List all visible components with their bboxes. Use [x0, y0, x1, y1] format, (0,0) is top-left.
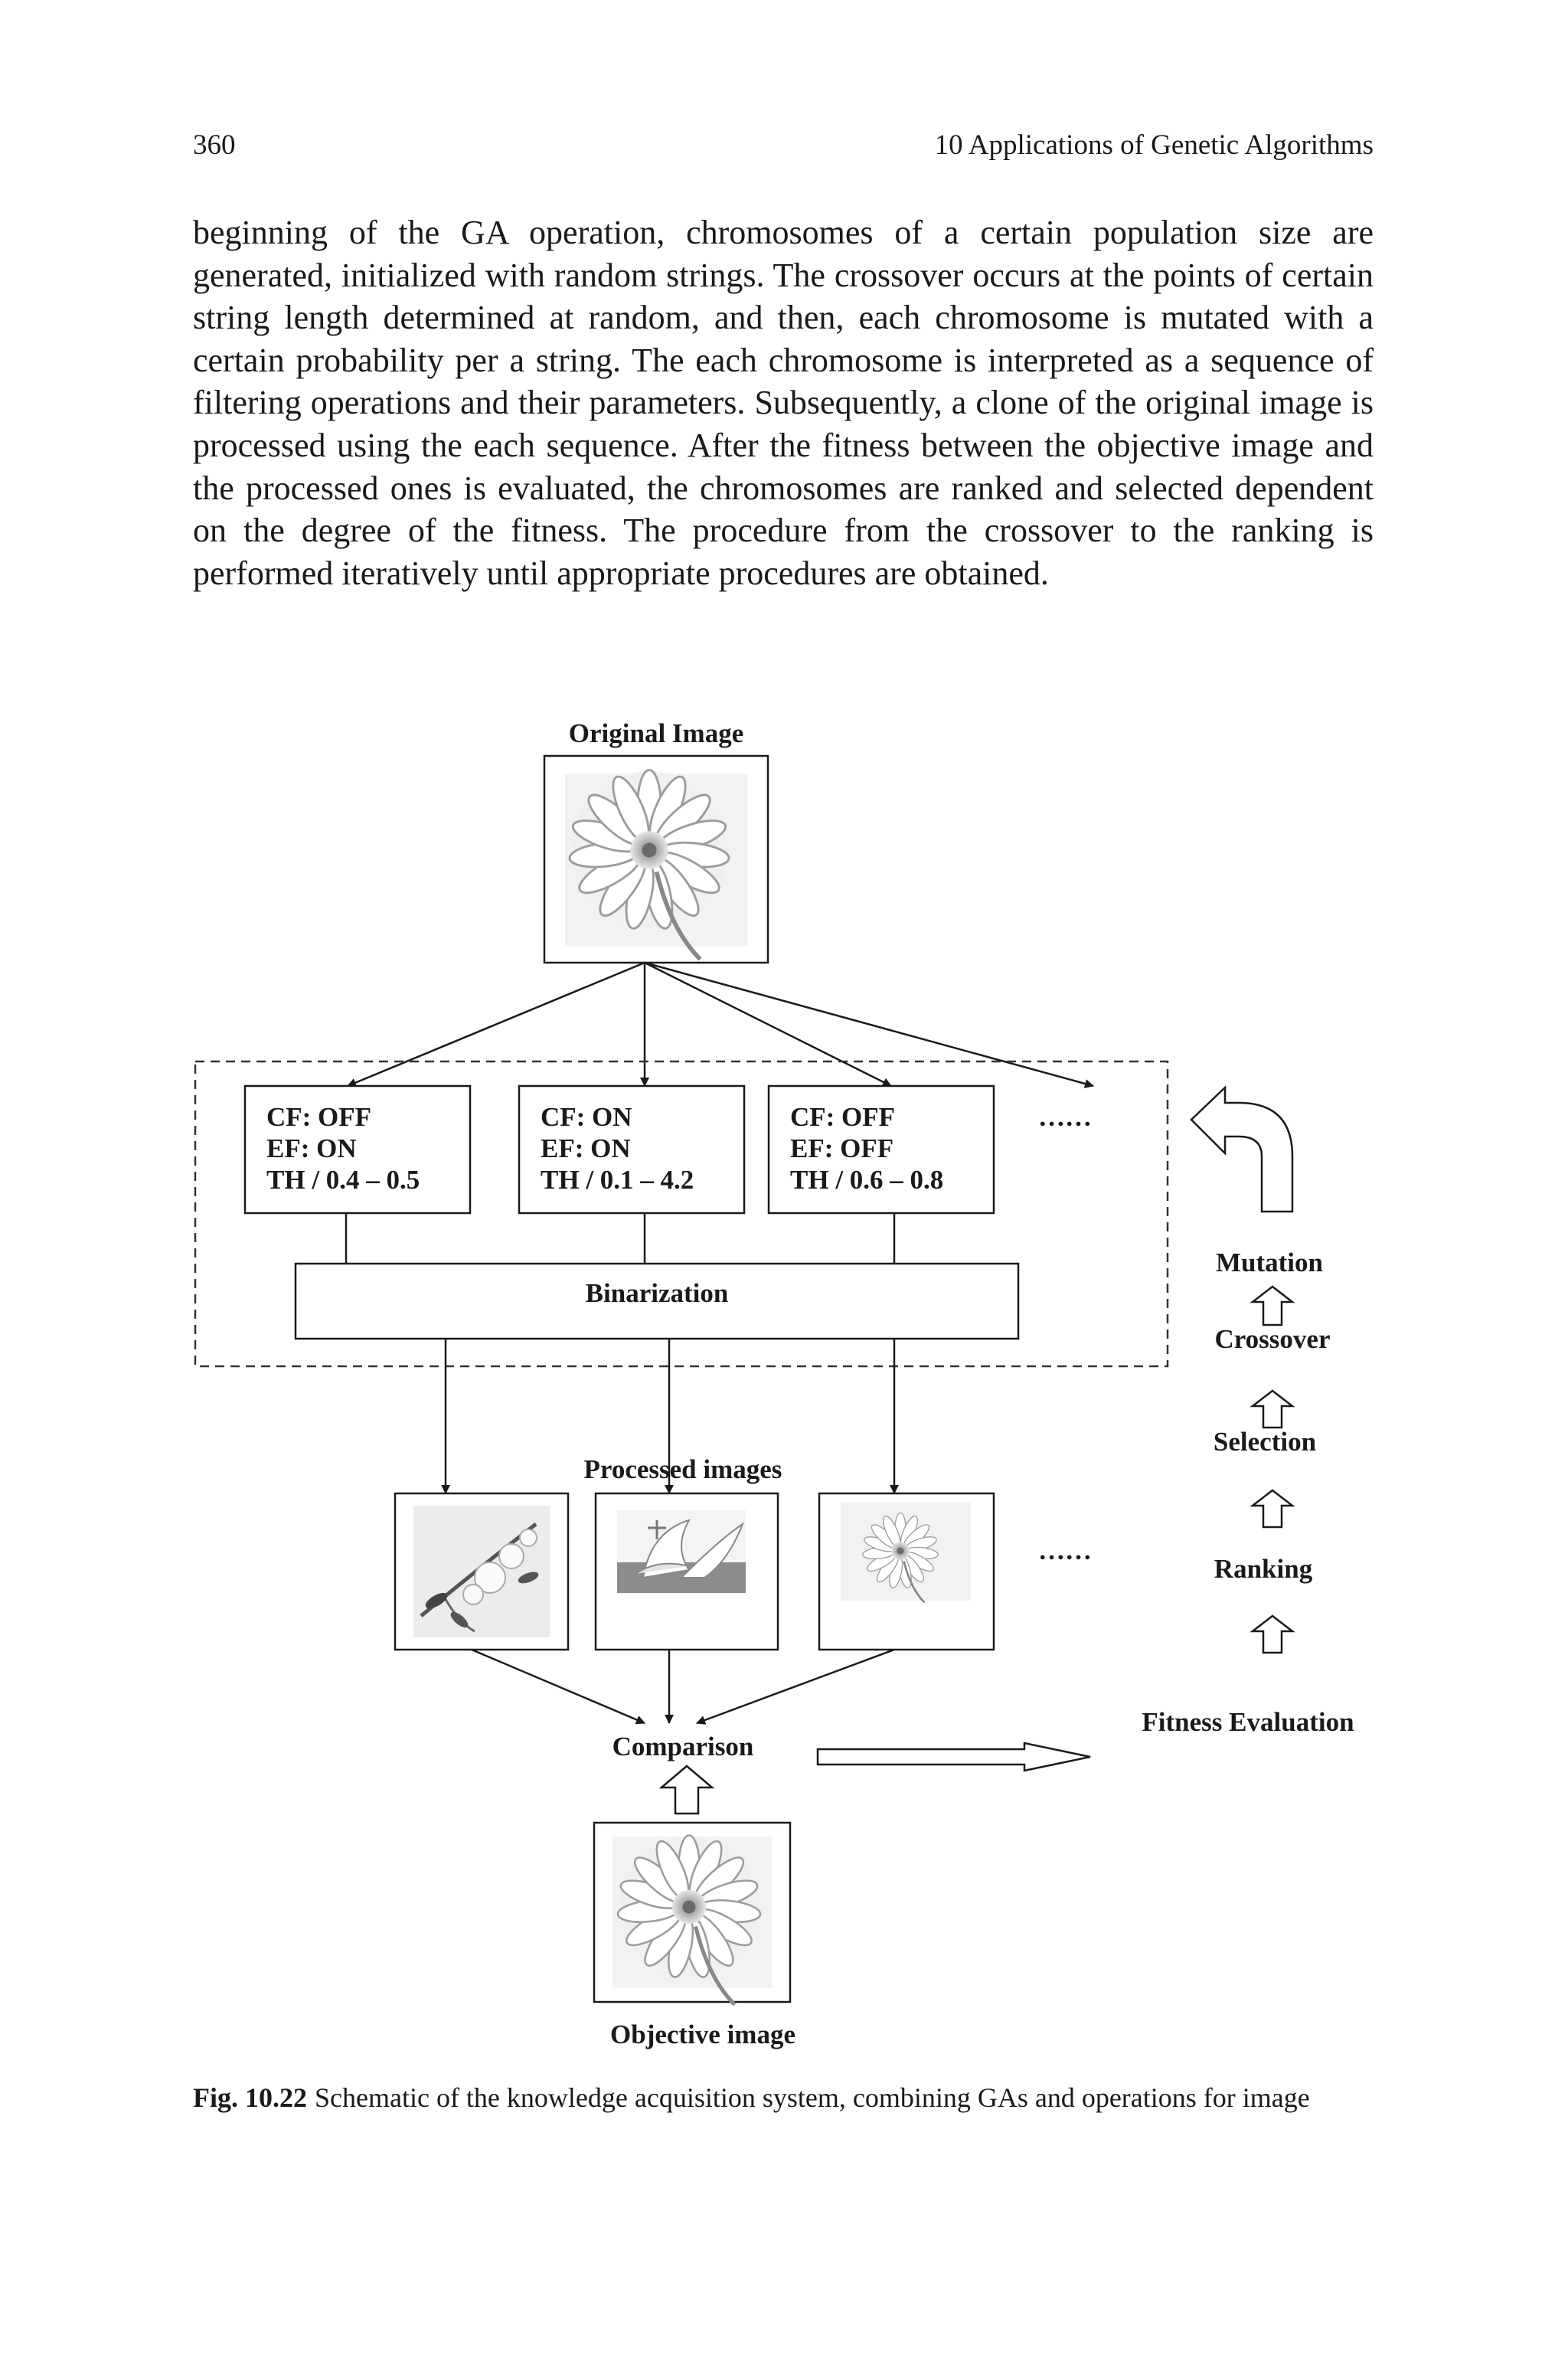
processed-image-2	[594, 1492, 779, 1651]
ga-step-ranking: Ranking	[1214, 1554, 1313, 1584]
up-arrow-icon	[1250, 1389, 1295, 1429]
arrow-to-chromosome-more	[644, 961, 1094, 1088]
up-arrow-icon	[1250, 1285, 1295, 1326]
figure-caption: Fig. 10.22 Schematic of the knowledge acq…	[193, 2080, 1374, 2115]
ga-step-crossover: Crossover	[1215, 1324, 1331, 1354]
arrow-to-chromosome-1	[347, 961, 645, 1088]
arrow-processed-1-to-comparison	[471, 1648, 645, 1725]
processed-image-3	[818, 1492, 995, 1651]
original-image	[543, 754, 769, 964]
figure-caption-text: Schematic of the knowledge acquisition s…	[315, 2082, 1310, 2113]
chromosome-3-cf: CF: OFF	[790, 1102, 895, 1132]
processed-images-label: Processed images	[584, 1454, 782, 1484]
chromosome-1-ef: EF: ON	[266, 1133, 357, 1163]
original-image-label: Original Image	[569, 718, 743, 748]
ga-step-mutation: Mutation	[1216, 1248, 1323, 1277]
page-number: 360	[193, 129, 236, 161]
arrow-to-chromosome-3	[644, 961, 892, 1088]
chromosome-2-th: TH / 0.1 – 4.2	[541, 1165, 694, 1195]
running-head: 10 Applications of Genetic Algorithms	[934, 129, 1374, 161]
body-paragraph: beginning of the GA operation, chromosom…	[193, 214, 1374, 592]
chromosome-1-cf: CF: OFF	[266, 1102, 371, 1132]
binarization-box: Binarization	[294, 1262, 1020, 1340]
chromosome-2-ef: EF: ON	[541, 1133, 631, 1163]
processed-ellipsis: ……	[1038, 1536, 1092, 1565]
arrow-processed-3-to-comparison	[696, 1648, 895, 1725]
chromosome-box-2: CF: ON EF: ON TH / 0.1 – 4.2	[518, 1084, 746, 1215]
chromosome-3-th: TH / 0.6 – 0.8	[790, 1165, 943, 1195]
chromosome-2-cf: CF: ON	[541, 1102, 632, 1132]
processed-image-1	[394, 1492, 570, 1651]
objective-image	[593, 1821, 792, 2005]
comparison-label: Comparison	[612, 1732, 754, 1761]
ga-step-fitness-evaluation: Fitness Evaluation	[1142, 1707, 1354, 1737]
chromosome-1-th: TH / 0.4 – 0.5	[266, 1165, 420, 1195]
chromosome-3-ef: EF: OFF	[790, 1133, 893, 1163]
objective-image-label: Objective image	[610, 2020, 795, 2049]
up-arrow-icon	[1250, 1614, 1295, 1654]
ga-process-dashed-box	[194, 1060, 1169, 1368]
chromosome-box-1: CF: OFF EF: ON TH / 0.4 – 0.5	[243, 1084, 472, 1215]
ga-loop-return-arrow	[1190, 1085, 1294, 1213]
ga-step-selection: Selection	[1214, 1427, 1316, 1457]
chromosome-ellipsis: ……	[1038, 1102, 1092, 1132]
chromosome-box-3: CF: OFF EF: OFF TH / 0.6 – 0.8	[767, 1084, 995, 1215]
figure-caption-label: Fig. 10.22	[193, 2082, 307, 2113]
up-arrow-icon	[1250, 1489, 1295, 1529]
binarization-label: Binarization	[586, 1278, 729, 1308]
objective-to-comparison-hollow-arrow	[658, 1765, 715, 1815]
comparison-to-fitness-hollow-arrow	[816, 1742, 1091, 1772]
